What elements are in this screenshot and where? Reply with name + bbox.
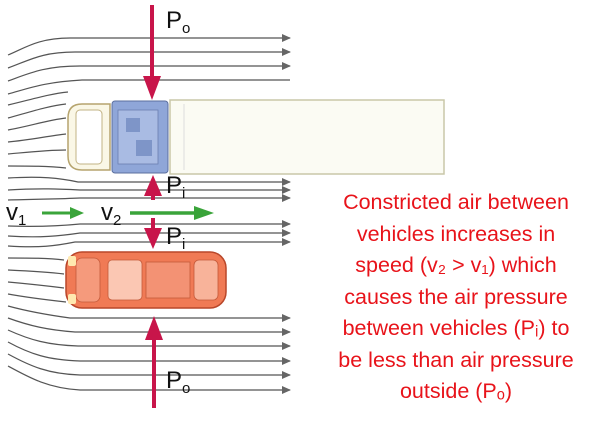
caption-line: between vehicles (Pᵢ) to (342, 316, 570, 340)
streamline (7, 176, 291, 186)
caption-line: outside (Pₒ) (399, 379, 513, 403)
caption-line: causes the air pressure (344, 284, 568, 309)
caption-line: be less than air pressure (338, 347, 574, 372)
streamline (7, 34, 291, 56)
label-v1: v1 (6, 199, 26, 229)
streamline (7, 238, 291, 248)
streamline (7, 117, 67, 131)
streamline (7, 353, 291, 379)
streamline (7, 365, 291, 394)
streamline (7, 194, 291, 202)
streamline (7, 79, 290, 95)
caption-line: vehicles increases in (356, 221, 556, 246)
streamline (7, 329, 291, 350)
streamline (7, 305, 291, 322)
streamline (7, 281, 65, 289)
streamlines (7, 34, 291, 394)
streamline (7, 269, 65, 275)
caption-line: speed (v₂ > v₁) which (355, 253, 557, 277)
streamline (7, 165, 67, 169)
streamline (7, 149, 67, 155)
streamline (7, 293, 67, 303)
streamline (7, 341, 291, 365)
streamline (7, 48, 291, 69)
label-po-top: Po (166, 7, 190, 37)
pressure-arrows (143, 5, 163, 408)
car (65, 251, 227, 309)
streamline (7, 133, 67, 143)
streamline (7, 62, 291, 82)
explanation-caption: Constricted air between vehicles increas… (318, 187, 594, 408)
truck-trailer (169, 99, 445, 175)
label-po-bottom: Po (166, 367, 190, 397)
label-pi-upper: Pi (166, 172, 185, 202)
label-v2: v2 (101, 199, 121, 229)
streamline (7, 186, 291, 194)
label-pi-lower: Pi (166, 223, 185, 253)
streamline (7, 257, 65, 261)
streamline (7, 220, 291, 228)
streamline (7, 91, 69, 106)
truck (67, 99, 445, 175)
velocity-arrows (42, 206, 214, 220)
streamline (7, 229, 291, 238)
streamline (7, 317, 291, 336)
caption-line: Constricted air between (343, 190, 569, 214)
streamline (7, 103, 67, 119)
